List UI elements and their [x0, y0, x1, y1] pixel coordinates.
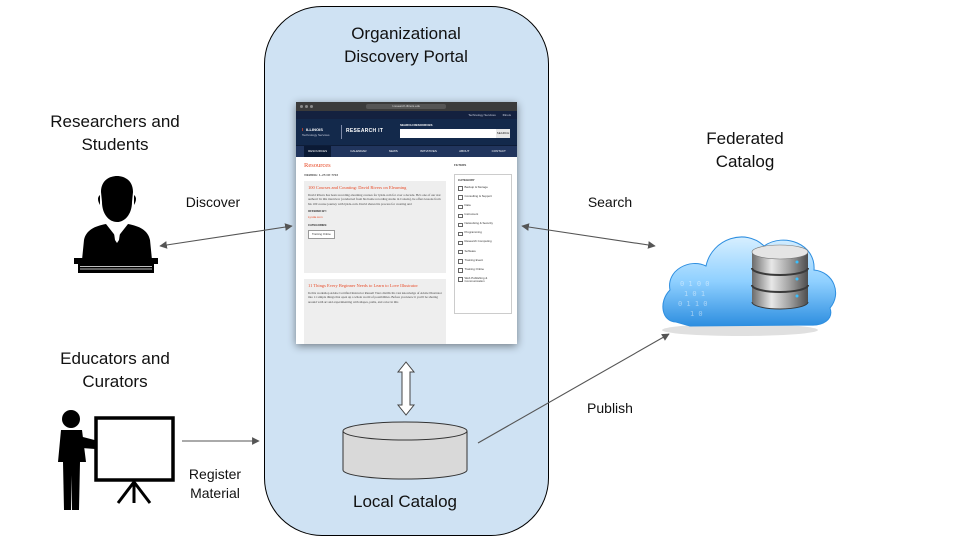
filter-option: Research Computing: [458, 240, 508, 246]
filter-option: Consulting & Support: [458, 195, 508, 200]
category-filter: CATEGORY Backup & Storage Consulting & S…: [454, 174, 512, 314]
filters-panel: FILTERS CATEGORY Backup & Storage Consul…: [454, 163, 512, 314]
categories-label: CATEGORIES:: [308, 223, 328, 228]
filter-option: Backup & Storage: [458, 185, 508, 191]
card-title: 100 Courses and Counting: David Rivers o…: [308, 185, 407, 190]
browser-url: r.research.illinois.edu: [366, 104, 446, 109]
nav-item: INITIATIVES: [419, 149, 437, 153]
educator-icon: [58, 410, 175, 510]
site-name: RESEARCH IT: [346, 128, 384, 134]
browser-chrome: r.research.illinois.edu: [296, 102, 517, 111]
svg-text:0 1 1 0: 0 1 1 0: [678, 300, 708, 308]
educators-label: Educators and Curators: [60, 349, 170, 391]
checkbox-icon: [458, 186, 463, 191]
offered-value: Lynda.com: [308, 215, 323, 220]
search-arrow: [521, 223, 656, 249]
site-nav: RESOURCES CALENDAR NEWS INITIATIVES ABOU…: [296, 145, 517, 157]
resource-card: 100 Courses and Counting: David Rivers o…: [304, 181, 446, 273]
offered-label: OFFERED BY:: [308, 209, 327, 214]
card-description: David Rivers has been recording elearnin…: [308, 193, 441, 206]
filter-option: Instrument: [458, 213, 508, 219]
filter-option: Training Online: [458, 267, 508, 273]
util-link: Technology Services: [468, 113, 496, 117]
window-dot-icon: [305, 105, 308, 108]
nav-item: RESOURCES: [304, 146, 332, 157]
svg-text:1 0 1: 1 0 1: [684, 290, 705, 298]
util-link: Illinois: [502, 113, 511, 117]
sync-double-arrow: [396, 361, 416, 416]
svg-text:0 1 0 0: 0 1 0 0: [680, 280, 710, 288]
svg-text:1 0: 1 0: [690, 310, 703, 318]
header-divider: [341, 125, 342, 139]
filter-option: Software: [458, 249, 508, 255]
portal-screenshot: r.research.illinois.edu Technology Servi…: [296, 102, 517, 344]
checkbox-icon: [458, 240, 463, 246]
checkbox-icon: [458, 277, 463, 282]
site-header: I ILLINOIS Technology Services RESEARCH …: [296, 119, 517, 145]
filter-option: Web Publishing & Communication: [458, 276, 508, 284]
logo-subtitle: Technology Services: [302, 133, 330, 137]
card-title: 11 Things Every Beginner Needs to Learn …: [308, 283, 418, 288]
researcher-icon: [74, 176, 158, 273]
filter-option: Training Event: [458, 258, 508, 264]
nav-item: ABOUT: [459, 149, 470, 153]
card-description: In this workshop Adobe Certified Instruc…: [308, 291, 442, 304]
checkbox-icon: [458, 259, 463, 264]
local-catalog-label: Local Catalog: [353, 492, 457, 511]
search-input: [400, 129, 496, 138]
database-icon: [751, 244, 809, 310]
checkbox-icon: [458, 249, 463, 255]
register-material-label: Register Material: [188, 466, 242, 501]
publish-arrow: [477, 333, 670, 444]
checkbox-icon: [458, 268, 463, 273]
nav-item: NEWS: [388, 149, 398, 153]
window-dot-icon: [310, 105, 313, 108]
checkbox-icon: [458, 222, 463, 228]
resource-card: 11 Things Every Beginner Needs to Learn …: [304, 279, 446, 344]
utility-bar: Technology Services Illinois: [296, 111, 517, 119]
filter-option: Programming: [458, 231, 508, 237]
window-dot-icon: [300, 105, 303, 108]
logo-name: ILLINOIS: [306, 127, 323, 132]
publish-label: Publish: [587, 400, 633, 416]
illinois-logo-icon: I: [302, 127, 304, 132]
local-catalog-cylinder-icon: [342, 421, 468, 480]
search-label: SEARCH RESOURCES: [400, 123, 433, 127]
filter-option: Networking & Security: [458, 222, 508, 228]
page-body: Resources VIEWING: 1–25 OF 7723 100 Cour…: [296, 157, 517, 344]
checkbox-icon: [458, 204, 463, 210]
filter-option: Data: [458, 204, 508, 210]
checkbox-icon: [458, 213, 463, 219]
researchers-label: Researchers and Students: [50, 112, 180, 154]
category-tag: Training Online: [308, 230, 335, 240]
filters-title: FILTERS: [454, 163, 467, 167]
federated-catalog-label: Federated Catalog: [706, 129, 784, 171]
viewing-count: VIEWING: 1–25 OF 7723: [304, 173, 339, 177]
search-button: SEARCH: [496, 129, 510, 138]
checkbox-icon: [458, 231, 463, 237]
nav-item: CONTACT: [491, 149, 506, 153]
checkbox-icon: [458, 195, 463, 200]
discover-arrow: [159, 223, 293, 249]
category-title: CATEGORY: [458, 178, 475, 182]
resources-heading: Resources: [304, 162, 331, 169]
search-label: Search: [587, 194, 633, 210]
portal-title: Organizational Discovery Portal: [344, 24, 468, 66]
federated-catalog-cloud-icon: 0 1 0 0 1 0 1 0 1 1 0 1 0: [662, 236, 836, 336]
discover-label: Discover: [185, 194, 241, 210]
nav-item: CALENDAR: [350, 149, 367, 153]
